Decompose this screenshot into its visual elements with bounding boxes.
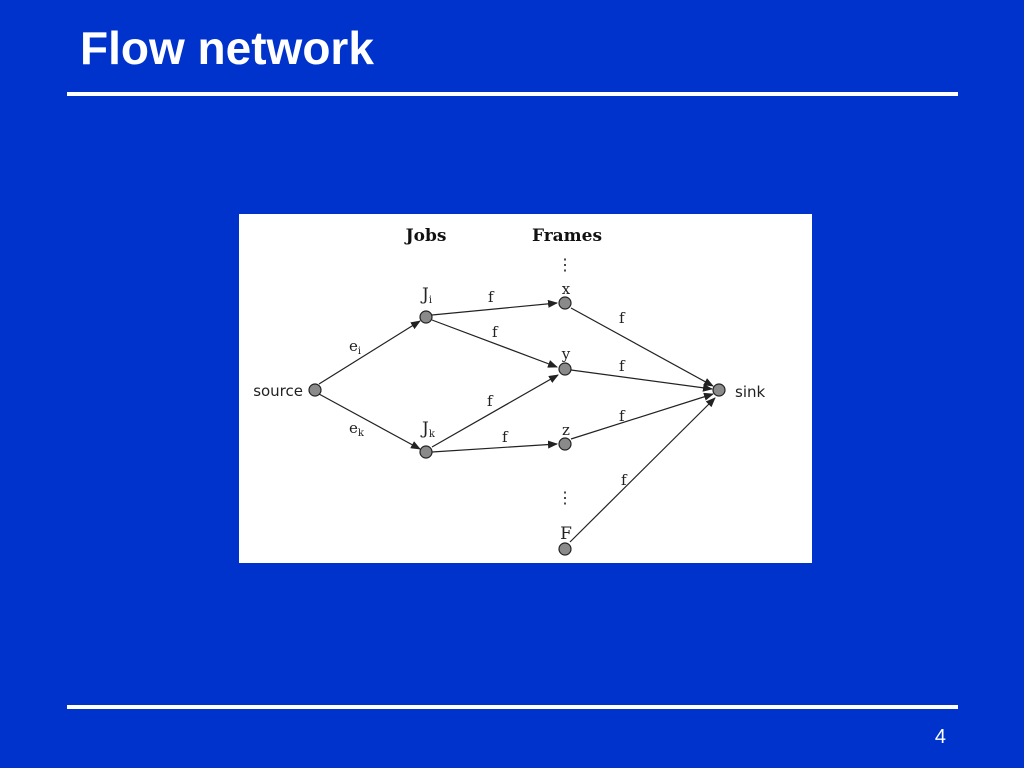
node-jk	[419, 445, 433, 459]
flow-network-diagram: Jobs Frames ⋮ ⋮	[253, 226, 765, 556]
node-sink	[712, 383, 726, 397]
jobs-header: Jobs	[404, 226, 447, 246]
page-number: 4	[934, 726, 946, 748]
nodes	[308, 296, 726, 556]
source-label: source	[253, 382, 303, 400]
node-ji	[419, 310, 433, 324]
flow-network-figure: Jobs Frames ⋮ ⋮	[239, 214, 812, 563]
edge-jk-z	[431, 440, 558, 453]
edge-label-x-sink: f	[619, 309, 626, 327]
edge-F-sink	[569, 397, 716, 543]
edge-source-ji	[318, 320, 421, 385]
frames-ellipsis-top: ⋮	[557, 255, 573, 274]
edge-source-jk	[318, 393, 421, 450]
node-z	[558, 437, 572, 451]
edge-ji-x	[431, 299, 558, 316]
frame-y-label: y	[561, 345, 571, 363]
edge-label-ek: ek	[349, 419, 365, 439]
node-F	[558, 542, 572, 556]
edge-z-sink	[570, 392, 714, 440]
frame-z-label: z	[562, 421, 570, 439]
frames-header: Frames	[532, 226, 602, 246]
frame-F-label: F	[560, 524, 572, 544]
job-k-label: Jk	[420, 419, 436, 440]
slide-title: Flow network	[80, 22, 374, 74]
edge-label-ji-x: f	[488, 288, 495, 306]
job-i-label: Ji	[420, 285, 432, 306]
edge-label-ji-y: f	[492, 323, 499, 341]
edges	[318, 299, 716, 543]
edge-label-jk-y: f	[487, 392, 494, 410]
footer-divider	[67, 705, 958, 709]
title-divider	[67, 92, 958, 96]
edge-jk-y	[431, 374, 559, 448]
edge-label-jk-z: f	[502, 428, 509, 446]
edge-y-sink	[570, 369, 713, 392]
frames-ellipsis-bottom: ⋮	[557, 488, 573, 507]
sink-label: sink	[735, 383, 765, 401]
edge-x-sink	[570, 307, 714, 387]
node-y	[558, 362, 572, 376]
edge-ji-y	[431, 319, 558, 368]
node-x	[558, 296, 572, 310]
edge-label-F-sink: f	[621, 471, 628, 489]
node-source	[308, 383, 322, 397]
edge-label-y-sink: f	[619, 357, 626, 375]
edge-label-z-sink: f	[619, 407, 626, 425]
edge-label-ei: ei	[349, 337, 361, 357]
frame-x-label: x	[562, 280, 571, 298]
